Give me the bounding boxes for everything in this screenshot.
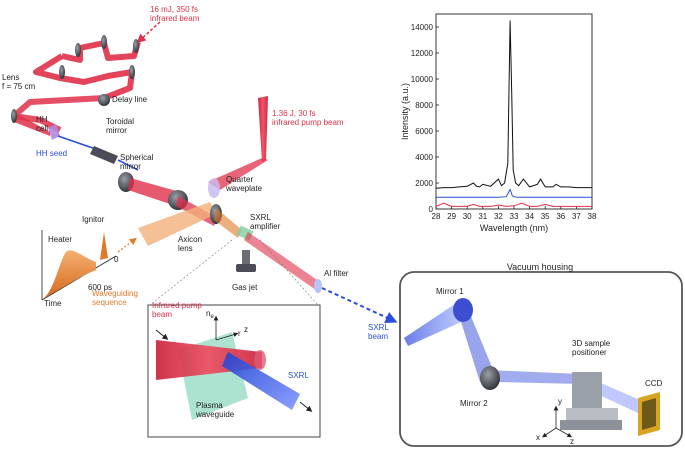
plot-frame: [435, 13, 593, 210]
plasma-waveguide-inset: [147, 239, 321, 438]
ignitor-pulse: [100, 232, 108, 260]
label-time: Time: [44, 299, 62, 308]
spectrum-chart: 28 29 30 31 32 33 34 35 36 37 38 0 2000 4000 6000 8000 1…: [400, 13, 597, 233]
label-mirror1: Mirror 1: [436, 287, 464, 296]
label-al-filter: Al filter: [324, 269, 349, 278]
label-inset-ne: ne: [206, 309, 214, 320]
axicon-beam: [138, 202, 242, 246]
toroidal-mirror-icon: [90, 146, 118, 164]
series-line-2: [435, 202, 592, 207]
x-axis-label: Wavelength (nm): [480, 223, 548, 233]
y-tick-label: 0: [429, 205, 434, 214]
label-vacuum-housing: Vacuum housing: [507, 262, 573, 272]
mirror-icon: [101, 35, 107, 49]
label-delay-line: Delay line: [112, 95, 148, 104]
x-tick-label: 32: [494, 212, 503, 221]
sxrl-beam-arrow: [321, 287, 398, 323]
mirror-icon: [133, 39, 139, 53]
y-tick-label: 8000: [415, 101, 433, 110]
label-zero: 0: [114, 255, 119, 264]
label-axis-z: z: [570, 437, 574, 446]
mirror-icon: [129, 65, 135, 79]
x-tick-label: 37: [572, 212, 581, 221]
ir-input-arrow: [136, 21, 161, 44]
gas-jet-base: [236, 264, 256, 272]
hh-cell-icon: [48, 124, 60, 140]
waveguiding-sequence: [41, 230, 137, 301]
mirror1-icon: [453, 298, 473, 322]
mirror2-icon: [480, 366, 500, 390]
gas-jet-nozzle: [242, 250, 250, 266]
toroidal-mirror: [90, 146, 139, 171]
ir-beam-path: [11, 21, 161, 136]
y-tick-label: 12000: [411, 49, 434, 58]
y-tick-label: 14000: [411, 23, 434, 32]
lens-icon: [11, 109, 17, 123]
label-inset-r: r: [238, 329, 241, 338]
series-line-0: [435, 20, 592, 189]
quarter-waveplate-icon: [208, 178, 220, 198]
y-tick-label: 2000: [415, 179, 433, 188]
x-tick-label: 29: [447, 212, 456, 221]
delay-line-mirror-icon: [98, 94, 110, 106]
label-heater: Heater: [48, 235, 72, 244]
label-axis-y: y: [558, 397, 562, 406]
label-mirror2: Mirror 2: [460, 399, 488, 408]
inset-sxrl-cone: [222, 352, 300, 410]
mirror-icon: [59, 65, 65, 79]
sxrl-amplifier: [236, 225, 398, 323]
label-axis-x: x: [536, 433, 540, 442]
y-tick-label: 4000: [415, 153, 433, 162]
label-inset-sxrl: SXRL: [288, 371, 309, 380]
label-ccd: CCD: [645, 379, 663, 388]
x-tick-label: 30: [463, 212, 472, 221]
label-gas-jet: Gas jet: [232, 283, 258, 292]
label-inset-z: z: [244, 325, 248, 334]
label-600ps: 600 ps: [88, 283, 112, 292]
label-ignitor: Ignitor: [82, 215, 105, 224]
y-tick-label: 10000: [411, 75, 434, 84]
main-beam-line: [128, 178, 218, 226]
heater-pulse: [44, 250, 96, 298]
x-tick-label: 35: [541, 212, 550, 221]
x-tick-label: 36: [556, 212, 565, 221]
mirror-icon: [75, 43, 81, 57]
x-tick-label: 34: [525, 212, 534, 221]
x-tick-label: 38: [588, 212, 597, 221]
positioner-base: [560, 420, 622, 430]
x-tick-label: 28: [432, 212, 441, 221]
vacuum-housing: [399, 271, 683, 447]
al-filter-icon: [314, 279, 322, 293]
y-axis-label: Intensity (a.u.): [400, 83, 410, 140]
x-tick-label: 33: [510, 212, 519, 221]
y-tick-label: 6000: [415, 127, 433, 136]
x-tick-label: 31: [478, 212, 487, 221]
pump-beam: [208, 96, 268, 198]
series-line-1: [436, 188, 592, 198]
label-hh-seed: HH seed: [36, 149, 67, 158]
